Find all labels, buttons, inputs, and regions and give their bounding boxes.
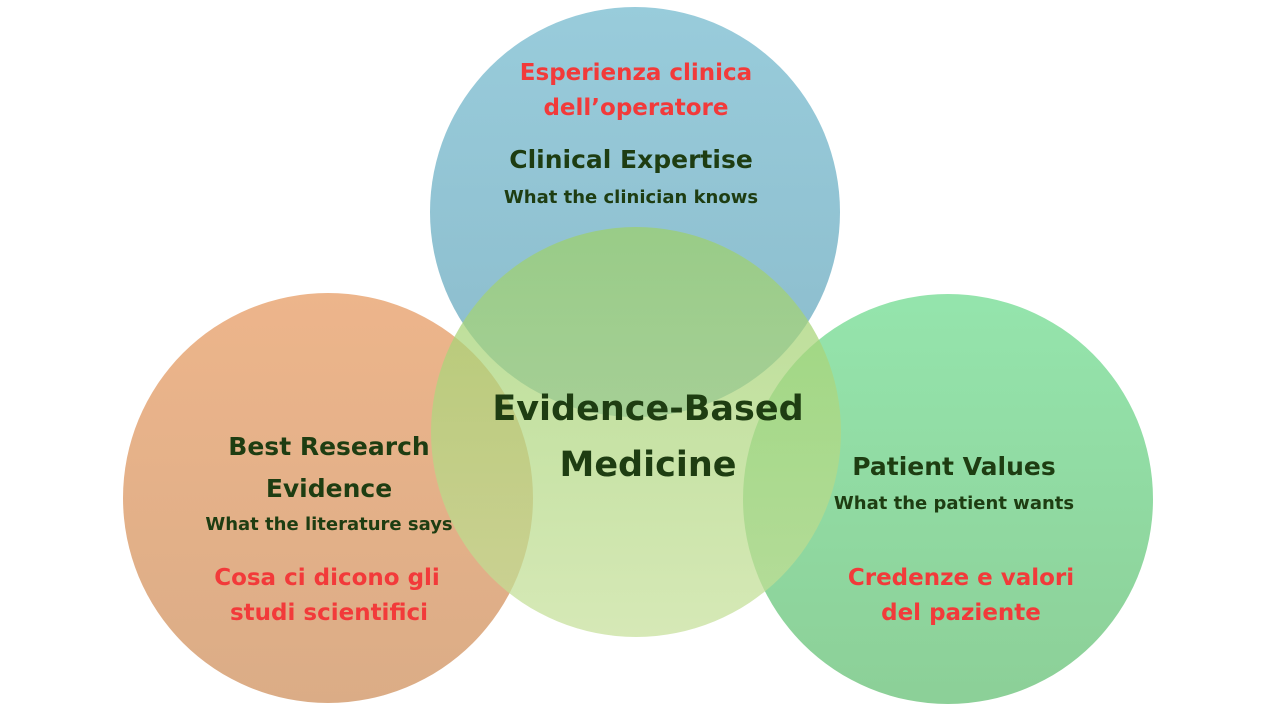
research-title-line2: Evidence xyxy=(265,474,393,503)
research-title-line1: Best Research xyxy=(228,432,430,461)
patient-subtitle: What the patient wants xyxy=(833,493,1075,514)
circle-patient-values xyxy=(743,294,1153,704)
center-title-line2: Medicine xyxy=(559,445,737,485)
clinical-italian-line2: dell’operatore xyxy=(543,95,729,121)
patient-italian-line2: del paziente xyxy=(881,600,1041,626)
research-subtitle: What the literature says xyxy=(205,514,453,535)
research-italian-line2: studi scientifici xyxy=(229,600,429,626)
circle-best-research-evidence xyxy=(123,293,533,703)
clinical-italian-line1: Esperienza clinica xyxy=(519,60,753,86)
research-italian-line1: Cosa ci dicono gli xyxy=(214,565,440,591)
circle-evidence-based-medicine xyxy=(431,227,841,637)
clinical-subtitle: What the clinician knows xyxy=(503,187,759,208)
patient-title: Patient Values xyxy=(852,452,1056,481)
center-title-line1: Evidence-Based xyxy=(492,389,804,429)
patient-italian-line1: Credenze e valori xyxy=(847,565,1075,591)
clinical-title: Clinical Expertise xyxy=(509,145,753,174)
